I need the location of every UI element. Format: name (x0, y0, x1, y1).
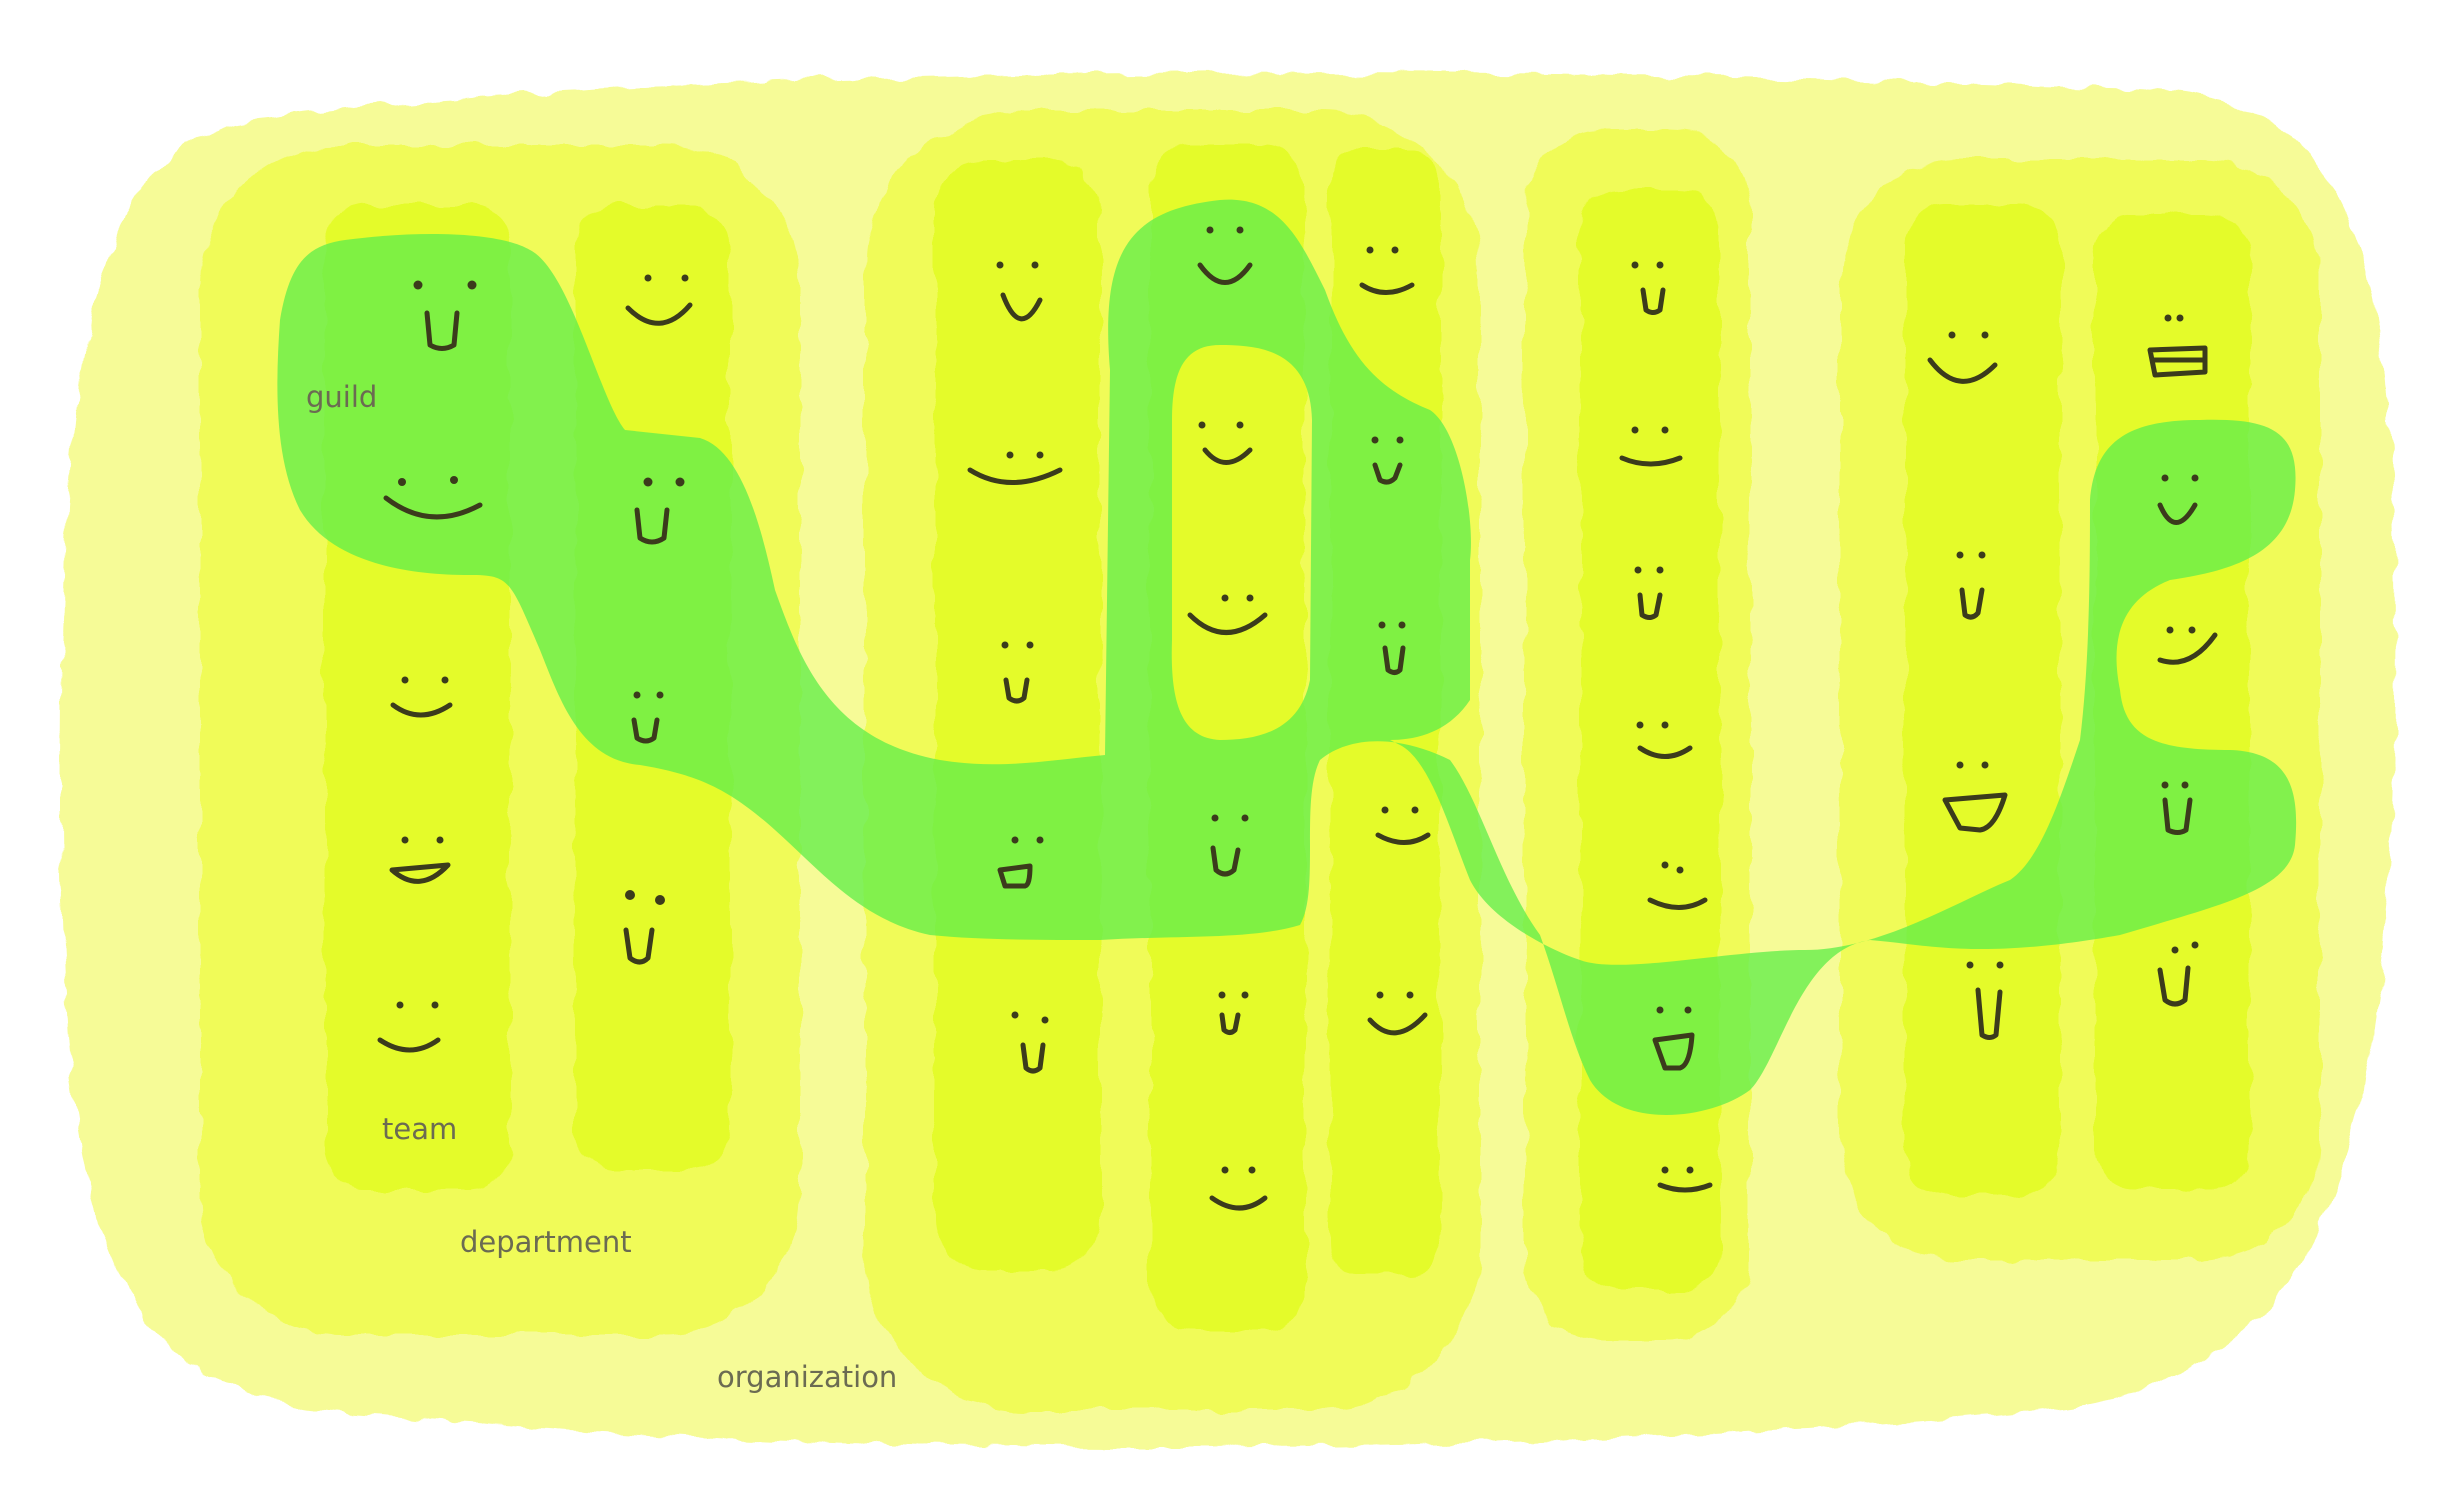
person-face (377, 1001, 441, 1053)
person-face (1187, 594, 1268, 635)
guild-region (277, 199, 2297, 1116)
person-face (634, 477, 685, 545)
person-face (1647, 861, 1708, 910)
person-face (1371, 436, 1404, 485)
people-faces (377, 226, 2218, 1211)
person-face (2161, 781, 2193, 835)
person-face (383, 476, 483, 520)
team-6 (1580, 190, 1720, 1290)
person-face (1652, 1006, 1695, 1071)
person-face (625, 274, 693, 326)
person-face (1375, 806, 1431, 845)
person-face (1209, 1166, 1268, 1211)
person-face (623, 890, 665, 965)
person-face (1001, 641, 1034, 704)
person-face (1966, 961, 2004, 1040)
person-face (1956, 551, 1986, 620)
person-face (1657, 1166, 1713, 1193)
department-label: department (460, 1225, 632, 1259)
person-face (1636, 721, 1693, 759)
team-7 (1905, 205, 2060, 1195)
person-face (1210, 814, 1249, 877)
person-face (1631, 261, 1666, 315)
team-3 (935, 160, 1100, 1270)
person-face (1378, 621, 1406, 675)
person-face (389, 836, 451, 884)
person-face (1634, 566, 1664, 620)
person-face (996, 261, 1043, 322)
person-face (1218, 991, 1249, 1035)
person-face (2157, 941, 2199, 1007)
person-face (1619, 426, 1683, 467)
organization-label: organization (717, 1360, 898, 1394)
person-face (1359, 246, 1415, 295)
person-face (1942, 761, 2008, 833)
team-4 (1150, 145, 1305, 1330)
person-face (413, 280, 477, 351)
guild-label: guild (306, 380, 378, 414)
person-face (2157, 626, 2218, 665)
person-face (1198, 421, 1253, 465)
person-face (631, 691, 664, 744)
person-face (2157, 474, 2199, 525)
person-face (967, 451, 1063, 485)
person-face (1367, 991, 1428, 1036)
person-face (1197, 226, 1253, 285)
person-face (2147, 314, 2208, 378)
person-face (390, 676, 453, 718)
person-face (1011, 1011, 1049, 1074)
team-label: team (382, 1112, 458, 1146)
person-face (1927, 331, 1998, 384)
person-face (997, 836, 1044, 889)
